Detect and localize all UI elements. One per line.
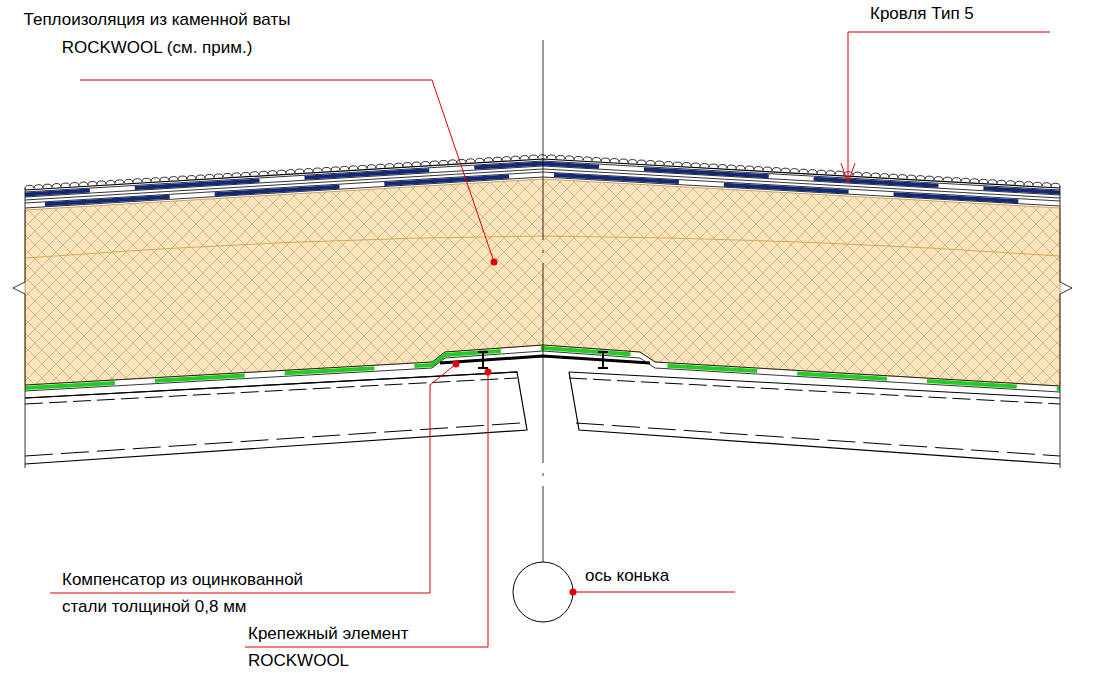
beam — [25, 372, 527, 464]
gravel — [25, 155, 1060, 189]
leader-line — [848, 32, 1050, 183]
steel-deck — [25, 378, 517, 404]
leader-dot — [453, 361, 460, 368]
beam — [576, 423, 1060, 456]
leader-line — [80, 80, 494, 262]
steel-deck — [569, 372, 1060, 398]
axis-label: ось конька — [585, 562, 669, 590]
insulation-layer-line — [25, 236, 1060, 258]
leader-dots — [453, 259, 577, 596]
leader-line — [573, 592, 735, 593]
leader-line — [50, 364, 456, 593]
membrane-bottom — [25, 175, 1060, 206]
callout-label: Компенсатор из оцинкованной стали толщин… — [62, 566, 307, 620]
leader-line — [245, 372, 488, 647]
leader-dot — [485, 369, 492, 376]
leader-dot — [491, 259, 498, 266]
callout-label: Кровля Тип 5 — [870, 0, 974, 28]
leader-arrow — [841, 163, 855, 183]
compensator — [440, 356, 650, 363]
callout-label: Крепежный элемент ROCKWOOL — [248, 620, 412, 673]
fastener — [478, 352, 488, 368]
fastener — [598, 352, 608, 368]
gravel-layer — [25, 155, 1060, 189]
insulation — [25, 179, 1060, 386]
axis-circle — [513, 562, 573, 622]
steel-deck — [569, 378, 1060, 404]
break-line — [1060, 186, 1072, 468]
beam — [569, 372, 1060, 464]
break-line — [13, 188, 25, 468]
beam — [25, 423, 520, 456]
leader-lines — [50, 32, 1050, 647]
vapour-barrier-edge — [25, 351, 1060, 392]
membrane-edge — [25, 177, 1060, 208]
ridge-axis — [543, 40, 544, 562]
membrane-top — [25, 164, 1060, 195]
callout-label: Теплоизоляция из каменной ваты ROCKWOOL … — [22, 6, 292, 62]
leader-dot — [570, 589, 577, 596]
